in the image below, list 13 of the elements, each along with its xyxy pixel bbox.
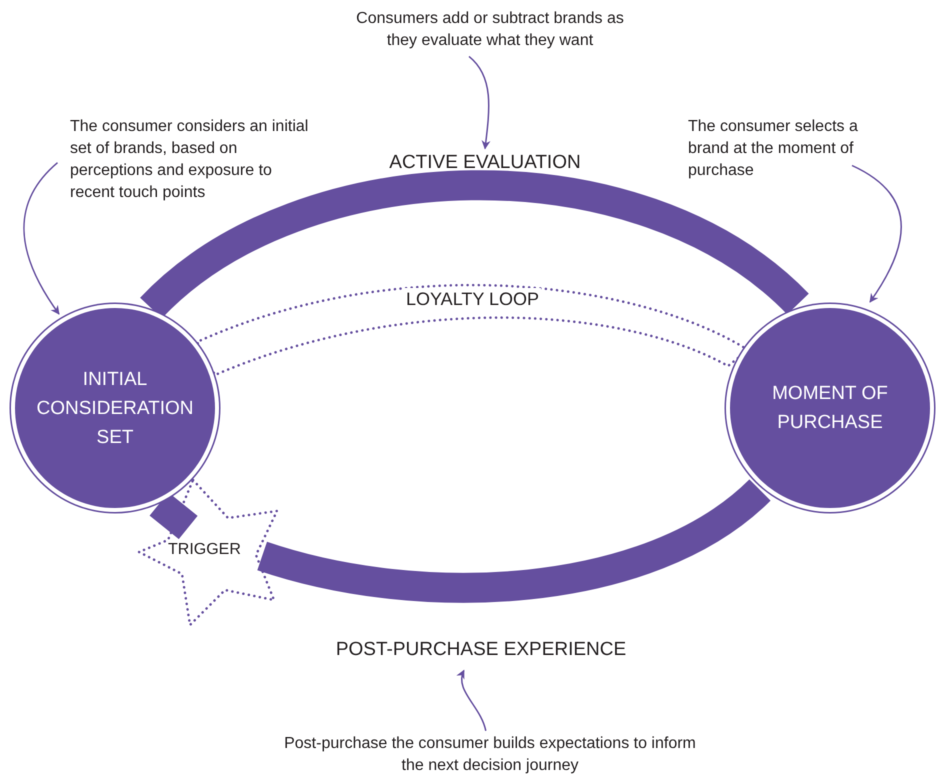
- arrow: [456, 670, 487, 731]
- arrow: [23, 162, 60, 315]
- annotation-text: The consumer considers an initial set of brands, based on perceptions and exposure to recent touch points: [70, 116, 320, 204]
- annotation-text: Post-purchase the consumer builds expectations to inform the next decision journey: [280, 733, 700, 777]
- stage-label: POST-PURCHASE EXPERIENCE: [310, 638, 652, 662]
- arrow: [852, 164, 902, 303]
- stage-name: MOMENT OF PURCHASE: [771, 382, 889, 435]
- trigger-label: TRIGGER: [168, 540, 241, 560]
- stage-name: INITIAL CONSIDERATION SET: [36, 368, 194, 450]
- arrow: [468, 56, 490, 150]
- annotation-text: Consumers add or subtract brands as they evaluate what they want: [340, 8, 640, 52]
- stage-label: ACTIVE EVALUATION: [370, 151, 600, 175]
- annotation-text: The consumer selects a brand at the moment of purchase: [688, 116, 888, 182]
